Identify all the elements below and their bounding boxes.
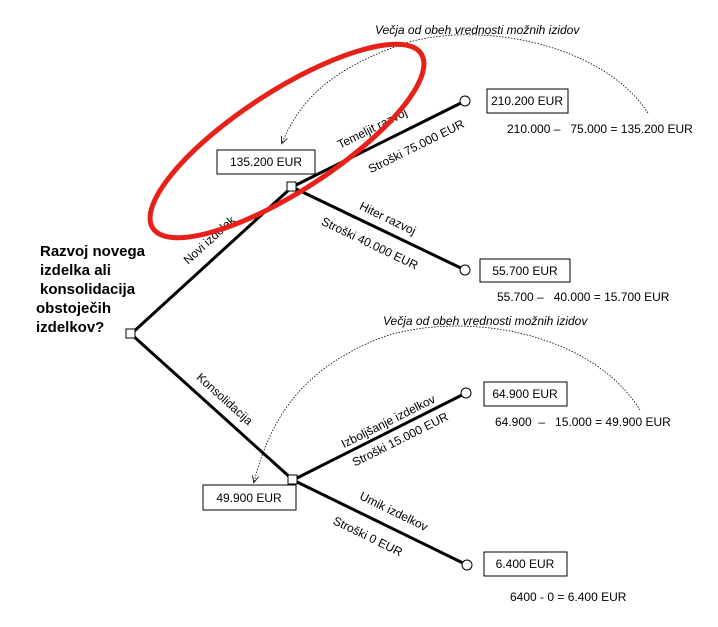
outcome-value: 55.700 EUR [492,264,558,278]
edge-withdraw [292,478,468,567]
outcome-box [483,381,568,407]
branch-label-new-product: Novi izdelek [181,212,239,267]
question-line: izdelkov? [36,319,104,336]
question-line: Razvoj novega [40,243,146,260]
question-line: izdelka ali [40,262,111,279]
edge-fast [291,185,466,272]
outcome-box [479,258,571,283]
value-box-consolidation [202,484,297,511]
outcome-node [460,387,472,399]
annotation-arrow-bottom [254,325,641,482]
question-line: konsolidacija [40,281,136,298]
value-new-product: 135.200 EUR [230,155,302,169]
edge-thorough [291,99,466,189]
outcome-node [459,264,471,276]
annotation-bottom: Večja od obeh vrednosti možnih izidov [383,314,588,328]
outcome-value: 210.200 EUR [491,94,563,108]
outcome-box [483,551,568,577]
edge-consolidation [129,332,295,482]
outcome-value: 6.400 EUR [496,557,555,571]
calculation: 6400 - 0 = 6.400 EUR [510,590,627,604]
outcome-node [461,559,473,571]
value-box-new-product [216,149,316,175]
calculation: 64.900 – 15.000 = 49.900 EUR [495,415,671,429]
annotation-arrow-top [282,34,649,143]
decision-node-root [125,328,136,339]
annotation-top: Večja od obeh vrednosti možnih izidov [375,23,580,37]
decision-node-consolidation [287,474,298,485]
outcome-box [486,88,569,114]
decision-node-new-product [286,181,297,192]
calculation: 210.000 – 75.000 = 135.200 EUR [507,122,693,136]
highlight-ellipse [147,41,427,241]
value-consolidation: 49.900 EUR [216,491,282,505]
outcome-value: 64.900 EUR [492,387,558,401]
question-line: obstoječih [36,300,111,317]
edge-improve [292,391,467,482]
option-cost: Stroški 0 EUR [331,514,405,560]
option-label: Umik izdelkov [357,489,430,534]
calculation: 55.700 – 40.000 = 15.700 EUR [497,290,670,304]
outcome-node [459,95,471,107]
